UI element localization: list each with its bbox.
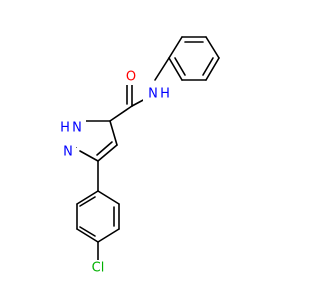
bond bbox=[79, 196, 96, 207]
pyrazole-hydrogen-label: H bbox=[60, 121, 70, 136]
bond bbox=[109, 105, 133, 122]
bond bbox=[168, 36, 183, 59]
bond bbox=[154, 57, 170, 81]
bond bbox=[205, 57, 220, 81]
bond bbox=[109, 120, 118, 146]
oxygen-atom-label: O bbox=[126, 70, 136, 85]
bond bbox=[79, 150, 99, 162]
chlorine-atom-label: Cl bbox=[92, 261, 105, 276]
bond bbox=[168, 57, 183, 81]
amide-nitrogen-label: N bbox=[148, 87, 158, 102]
molecule-canvas: O N H H N N Cl bbox=[56, 36, 220, 278]
bond bbox=[79, 226, 96, 237]
bonds bbox=[65, 36, 220, 263]
bond bbox=[97, 190, 120, 205]
bond bbox=[96, 141, 113, 156]
bond bbox=[97, 144, 118, 162]
molecule-structure: O N H H N N Cl bbox=[56, 36, 220, 278]
bond bbox=[76, 190, 99, 205]
pyrazole-nh-nitrogen-label: N bbox=[72, 121, 82, 136]
bond bbox=[205, 36, 220, 59]
bond bbox=[76, 228, 99, 243]
bond bbox=[202, 57, 214, 76]
bond bbox=[97, 228, 120, 243]
pyrazole-nitrogen-label: N bbox=[63, 145, 73, 160]
atom-labels: O N H H N N Cl bbox=[56, 69, 173, 278]
bond bbox=[174, 57, 186, 76]
amide-hydrogen-label: H bbox=[160, 87, 170, 102]
